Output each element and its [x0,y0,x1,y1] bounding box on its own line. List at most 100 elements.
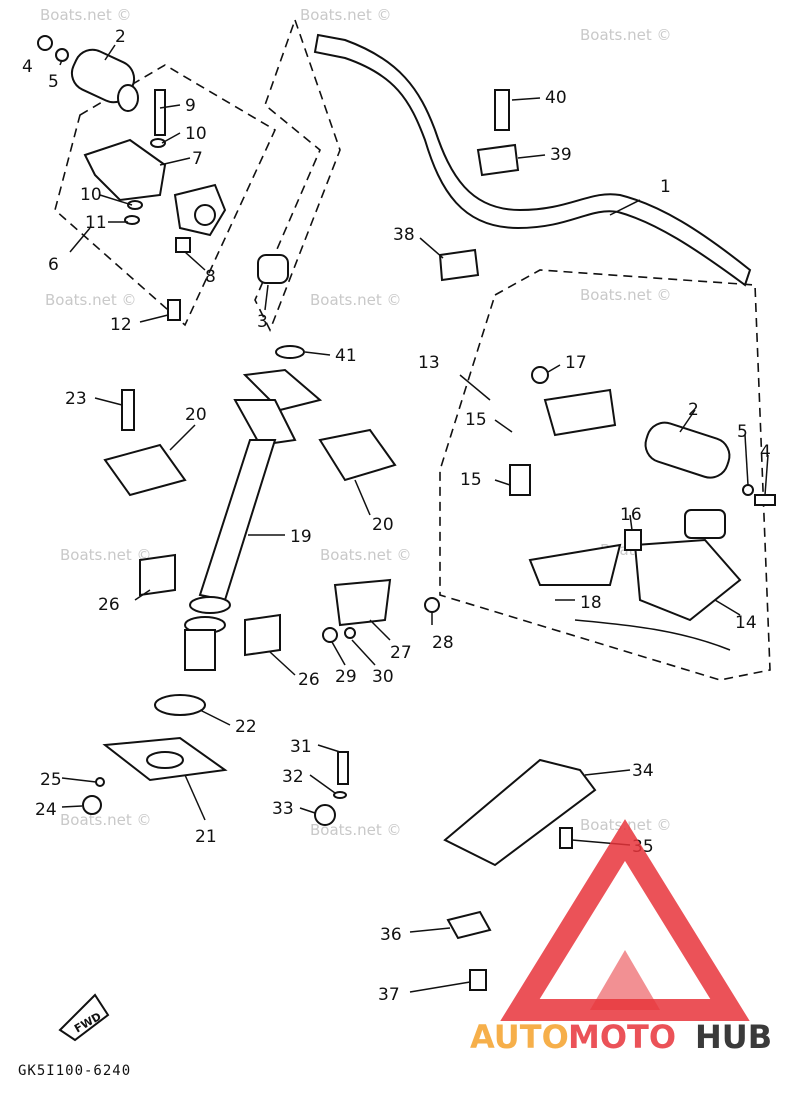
grip-end [117,84,139,112]
bolt-37 [469,969,487,991]
bracket-34 [443,758,597,867]
bolt-4-right [754,494,776,506]
left-switch-group [37,35,289,321]
plate-hole [146,751,184,769]
watermark-text: Boats.net © [60,546,152,564]
callout-14: 14 [735,613,757,633]
diagram-code: GK5I100-6240 [18,1063,131,1079]
group-3-outline [254,17,341,332]
callout-22: 22 [235,717,257,737]
callouts: 2 4 5 9 10 7 10 11 6 8 12 3 40 39 38 41 … [22,27,771,1005]
left-bolt-4 [37,35,53,51]
logo-text-hub: HUB [695,1018,772,1056]
washer-30 [344,627,356,639]
callout-17: 17 [565,353,587,373]
switch-15 [509,464,531,496]
callout-15: 15 [465,410,487,430]
bolt-31 [337,751,349,785]
callout-30: 30 [372,667,394,687]
automotohub-logo: AUTO MOTO HUB [470,819,772,1056]
callout-15: 15 [460,470,482,490]
watermark-text: Boats.net © [580,26,672,44]
callout-32: 32 [282,767,304,787]
block-26-upper [139,553,176,597]
group-outlines [54,17,771,681]
column-foot [184,629,216,671]
callout-2: 2 [115,27,126,47]
top-plate [242,368,323,412]
column-ring [189,596,231,614]
lower-brackets [139,553,440,657]
callout-16: 16 [620,505,642,525]
callout-41: 41 [335,346,357,366]
bolt-40 [494,89,510,131]
callout-36: 36 [380,925,402,945]
bolt-set [314,751,349,826]
callout-1: 1 [660,177,671,197]
nut-29 [322,627,338,643]
callout-29: 29 [335,667,357,687]
cover-14 [633,538,742,622]
callout-9: 9 [185,96,196,116]
right-switch-group [509,366,776,651]
callout-10: 10 [80,185,102,205]
handlebar [313,33,752,287]
part-17 [531,366,549,384]
callout-8: 8 [205,267,216,287]
watermark-text: Boats.net © [310,821,402,839]
group-6-outline [54,64,277,327]
washer-10 [150,138,166,148]
callout-20: 20 [185,405,207,425]
bracket-20-left [103,443,187,497]
callout-27: 27 [390,643,412,663]
block-26-lower [244,613,281,657]
callout-25: 25 [40,770,62,790]
callout-10: 10 [185,124,207,144]
housing-hole [194,204,216,226]
clamp-38 [438,248,480,282]
switch-body-top [543,388,617,437]
callout-12: 12 [110,315,132,335]
clamp-22 [154,694,206,716]
watermark-text: Boats.net © [320,546,412,564]
callout-34: 34 [632,761,654,781]
washer-5-right [742,484,754,496]
callout-21: 21 [195,827,217,847]
clamp-39 [476,143,520,177]
steering-column [184,345,323,671]
nut-24 [82,795,102,815]
left-washer-5 [55,48,69,62]
spring-14 [684,509,726,539]
switch-lever-7 [83,138,167,202]
washer-32 [333,791,347,799]
callout-26: 26 [98,595,120,615]
logo-text-auto: AUTO [470,1018,569,1056]
clip-36 [446,910,492,940]
clip-11 [124,215,140,225]
switch-base [528,543,622,586]
watermark-text: Boats.net © [580,286,672,304]
callout-31: 31 [290,737,312,757]
watermark-text: Boats.net © [45,291,137,309]
logo-text-moto: MOTO [568,1018,676,1056]
brackets [103,389,397,497]
washer-41 [275,345,305,359]
callout-4: 4 [760,442,771,462]
watermark-text: Boats.net © [300,6,392,24]
callout-18: 18 [580,593,602,613]
fwd-arrow: FWD [58,993,110,1042]
handlebar-tube [313,33,752,287]
callout-5: 5 [48,72,59,92]
callout-6: 6 [48,255,59,275]
callout-13: 13 [418,353,440,373]
callout-20: 20 [372,515,394,535]
column-head [233,399,297,447]
watermark-text: Boats.net © [60,811,152,829]
washer-10b [127,200,143,210]
callout-24: 24 [35,800,57,820]
wire-harness [574,619,731,651]
leader-lines [59,44,769,993]
right-grip [644,421,731,479]
